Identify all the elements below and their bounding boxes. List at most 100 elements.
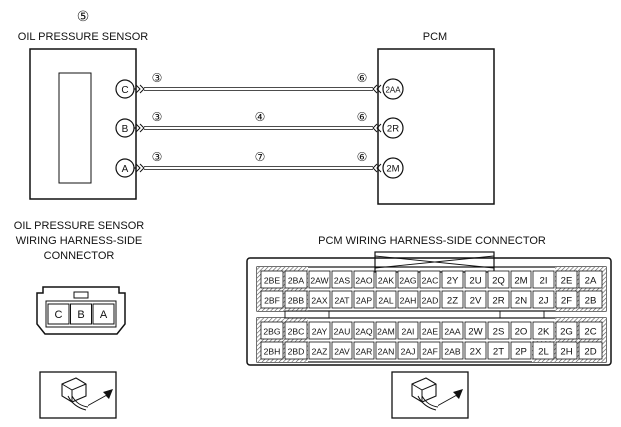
pcm-cavity	[555, 290, 578, 309]
sensor-pin-circle	[115, 158, 135, 178]
pcm-cavity	[353, 290, 375, 309]
pcm-pin-2AA: 2AA	[444, 327, 461, 337]
pcm-pin-2AQ: 2AQ	[355, 327, 373, 337]
pcm-pin-2C: 2C	[584, 327, 596, 338]
sensor-connector-label-line3: CONNECTOR	[44, 250, 115, 262]
pcm-pin-2Y: 2Y	[447, 276, 459, 287]
pcm-pin-2AC: 2AC	[422, 276, 439, 286]
pcm-cavity	[464, 321, 487, 340]
wire-callout-left: ③	[152, 71, 163, 85]
pcm-cavity	[331, 321, 353, 340]
pcm-pin-2J: 2J	[538, 296, 548, 307]
pcm-pin-2N: 2N	[515, 296, 527, 307]
pcm-pin-2AW: 2AW	[310, 276, 329, 286]
pcm-pin-2K: 2K	[538, 327, 550, 338]
pcm-pin-2I: 2I	[539, 276, 547, 287]
pcm-connector-title: PCM WIRING HARNESS-SIDE CONNECTOR	[318, 235, 546, 247]
pcm-cavity	[284, 321, 308, 340]
pcm-cavity	[487, 321, 510, 340]
pcm-cavity	[419, 321, 441, 340]
pcm-pin-2H: 2H	[560, 347, 572, 358]
pcm-cavity	[284, 341, 308, 360]
pcm-pin-circle	[382, 78, 404, 100]
pcm-cavity	[375, 290, 397, 309]
pcm-cavity	[331, 290, 353, 309]
wire-callout-left: ③	[152, 110, 163, 124]
pcm-cavity	[397, 341, 419, 360]
pcm-cavity	[284, 270, 308, 289]
pcm-cavity	[532, 290, 555, 309]
pcm-pin-2AF: 2AF	[422, 347, 438, 357]
pcm-cavity	[441, 290, 464, 309]
pcm-cavity	[353, 341, 375, 360]
pcm-cavity	[260, 290, 284, 309]
pcm-pin-2AI: 2AI	[402, 327, 415, 337]
pcm-cavity	[510, 341, 532, 360]
pcm-cavity	[532, 341, 555, 360]
pcm-pin-2A: 2A	[585, 276, 597, 287]
pcm-pin-2Q: 2Q	[492, 276, 505, 287]
pcm-cavity	[578, 290, 603, 309]
pcm-pin-2BA: 2BA	[288, 276, 305, 286]
pcm-cavity	[578, 270, 603, 289]
pcm-pin-2P: 2P	[515, 347, 527, 358]
pcm-pin-2AO: 2AO	[355, 276, 373, 286]
pcm-cavity	[375, 321, 397, 340]
sensor-callout: ⑤	[77, 8, 90, 24]
pcm-pin-2AR: 2AR	[356, 347, 373, 357]
pcm-pin-2AM: 2AM	[377, 327, 395, 337]
sensor-conn-cavity	[70, 303, 92, 325]
pcm-cavity	[353, 321, 375, 340]
pcm-pin-2AY: 2AY	[312, 327, 328, 337]
pcm-pin-2W: 2W	[468, 327, 483, 338]
wire-callout-mid: ⑦	[255, 150, 266, 164]
pcm-cavity	[375, 270, 397, 289]
pcm-cavity	[419, 290, 441, 309]
sensor-pin-circle	[115, 79, 135, 99]
pcm-pin-2T: 2T	[493, 347, 504, 358]
pcm-pin-2BF: 2BF	[264, 296, 280, 306]
pcm-pin-2AX: 2AX	[311, 296, 328, 306]
pcm-cavity	[487, 290, 510, 309]
pcm-cavity	[331, 270, 353, 289]
sensor-conn-cavity	[92, 303, 115, 325]
pcm-pin-2V: 2V	[470, 296, 482, 307]
pcm-cavity	[464, 341, 487, 360]
pcm-pin-2M: 2M	[514, 276, 527, 287]
pcm-cavity	[555, 321, 578, 340]
pcm-cavity	[441, 341, 464, 360]
pcm-pin-2BH: 2BH	[264, 347, 281, 357]
pcm-pin-2AN: 2AN	[378, 347, 395, 357]
pcm-cavity	[464, 270, 487, 289]
pcm-cavity	[441, 270, 464, 289]
pcm-pin-2S: 2S	[493, 327, 505, 338]
pcm-pin-2BC: 2BC	[288, 327, 305, 337]
pcm-cavity	[308, 341, 331, 360]
pcm-pin-2AK: 2AK	[378, 276, 395, 286]
pcm-pin-2AG: 2AG	[399, 276, 417, 286]
pcm-cavity	[260, 341, 284, 360]
pcm-pin-2AB: 2AB	[444, 347, 461, 357]
pcm-cavity	[532, 270, 555, 289]
pcm-pin-2AE: 2AE	[422, 327, 439, 337]
wire-callout-right: ⑥	[357, 110, 368, 124]
probe-icon-left	[39, 371, 117, 419]
pcm-pin-2BG: 2BG	[263, 327, 281, 337]
pcm-cavity	[260, 270, 284, 289]
pcm-pin-2F: 2F	[561, 296, 572, 307]
pcm-pin-2L: 2L	[538, 347, 549, 358]
pcm-pin-label: 2R	[387, 124, 399, 135]
pcm-cavity	[555, 341, 578, 360]
pcm-cavity	[441, 321, 464, 340]
pcm-cavity	[308, 290, 331, 309]
probe-icon-right	[391, 371, 469, 419]
pcm-pin-2B: 2B	[585, 296, 597, 307]
sensor-conn-pin-label: C	[55, 309, 63, 321]
pcm-pin-2D: 2D	[584, 347, 596, 358]
wire-callout-mid: ④	[255, 110, 266, 124]
pcm-pin-2BD: 2BD	[288, 347, 305, 357]
